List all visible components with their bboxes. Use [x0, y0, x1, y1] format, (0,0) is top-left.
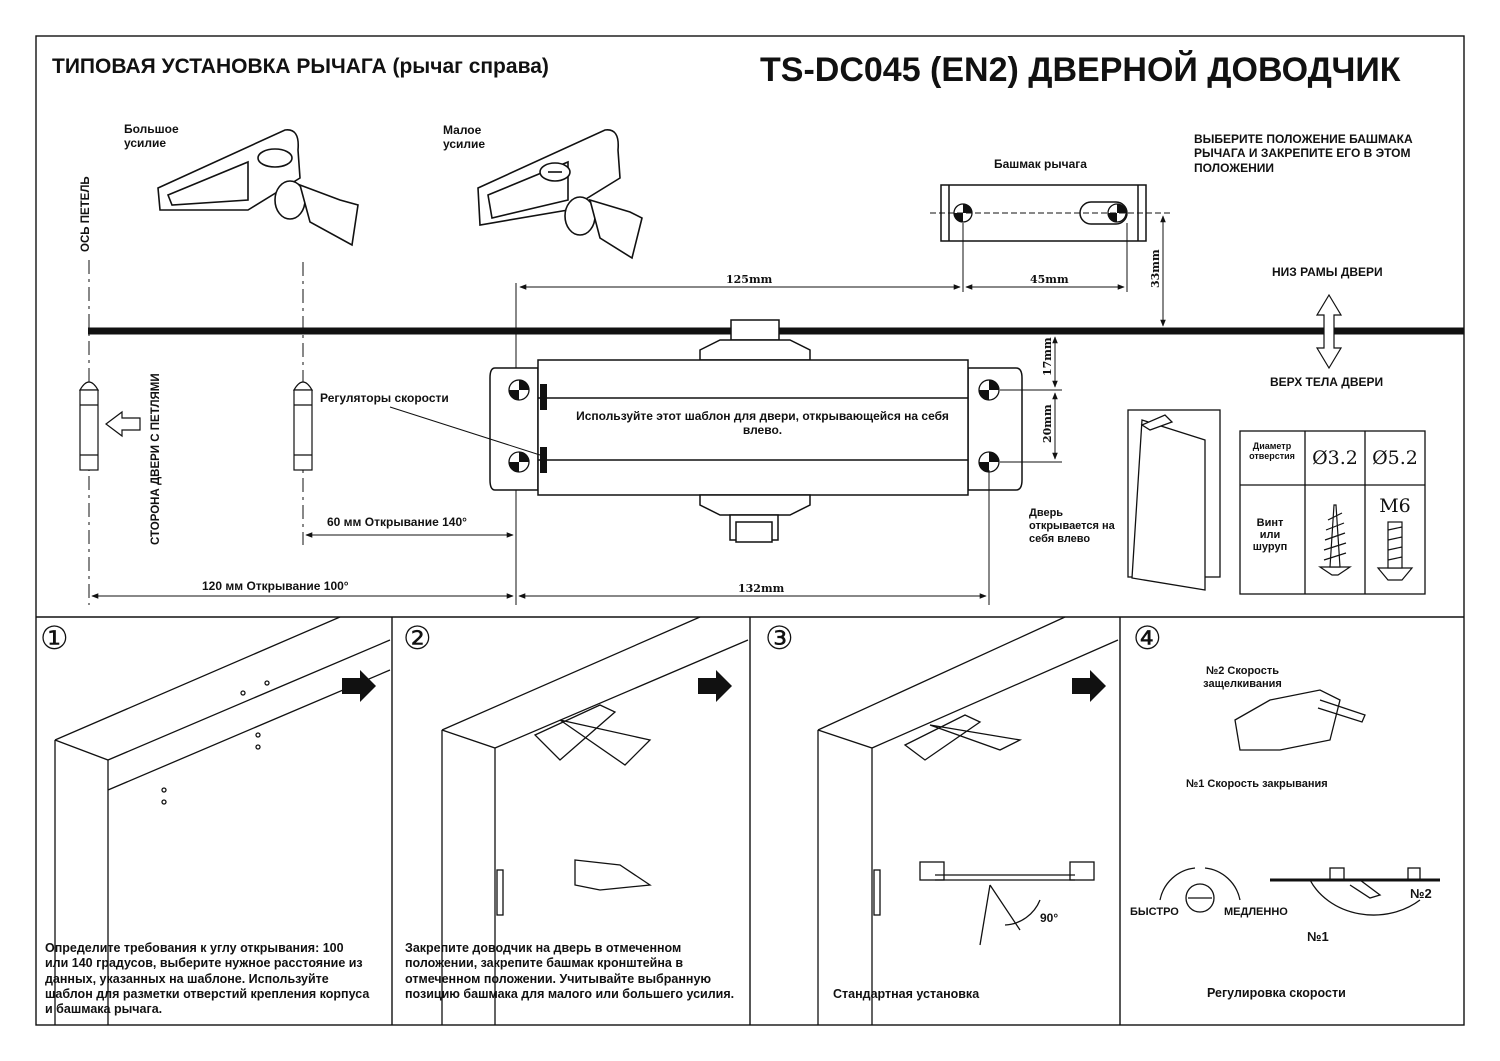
machine-screw-icon: [1376, 521, 1414, 581]
step-number-2: ②: [403, 619, 432, 657]
step4-n2: №2: [1410, 886, 1432, 901]
door-opens-label: Дверь открывается на себя влево: [1029, 507, 1115, 546]
step4-speed2: №2 Скорость защелкивания: [1203, 665, 1282, 691]
arrow-right-icon: [698, 670, 732, 702]
large-force-label: Большое усилие: [124, 122, 179, 151]
step2-text: Закрепите доводчик на дверь в отмеченном…: [405, 941, 735, 1001]
step3-angle: 90°: [1040, 911, 1059, 925]
dim-132: 132mm: [738, 582, 785, 595]
step4-slow: МЕДЛЕННО: [1224, 906, 1288, 918]
step-number-1: ①: [40, 619, 69, 657]
arm-small-force-icon: [477, 129, 643, 260]
hinge-axis-label: ОСЬ ПЕТЕЛЬ: [80, 176, 92, 252]
dim-45: 45mm: [1030, 273, 1069, 286]
valve-marks: [540, 384, 547, 473]
door-sketch: [1127, 409, 1221, 591]
step4-text: Регулировка скорости: [1207, 986, 1346, 1000]
small-force-label: Малое усилие: [443, 123, 486, 152]
door-top-label: ВЕРХ ТЕЛА ДВЕРИ: [1270, 375, 1384, 389]
diameter-d1: Ø3.2: [1312, 447, 1358, 469]
use-template-label: Используйте этот шаблон для двери, откры…: [576, 409, 949, 438]
dim-125: 125mm: [726, 273, 773, 286]
speed-regulators-label: Регуляторы скорости: [320, 391, 449, 405]
dim-120: 120 мм Открывание 100°: [202, 579, 349, 593]
choose-position-label: ВЫБЕРИТЕ ПОЛОЖЕНИЕ БАШМАКА РЫЧАГА И ЗАКР…: [1194, 132, 1413, 175]
step1-text: Определите требования к углу открывания:…: [45, 941, 370, 1016]
hinge-icon: [78, 381, 314, 471]
wood-screw-icon: [1318, 504, 1352, 576]
step-number-3: ③: [765, 619, 794, 657]
arrow-right-icon: [1072, 670, 1106, 702]
step4-fast: БЫСТРО: [1130, 906, 1179, 918]
title-left: ТИПОВАЯ УСТАНОВКА РЫЧАГА (рычаг справа): [52, 55, 549, 78]
arrow-left-icon: [105, 410, 141, 438]
frame-bottom-label: НИЗ РАМЫ ДВЕРИ: [1272, 265, 1383, 279]
double-arrow-icon: [1315, 293, 1343, 370]
bracket-label: Башмак рычага: [994, 157, 1087, 171]
diameter-d2: Ø5.2: [1372, 447, 1418, 469]
step4-n1: №1: [1307, 929, 1329, 944]
step3-frame-sketch: [817, 616, 1119, 1025]
hinge-side-label: СТОРОНА ДВЕРИ С ПЕТЛЯМИ: [150, 373, 162, 545]
screw-table: [1239, 430, 1426, 595]
closer-body-outline: [489, 319, 1023, 543]
step-number-4: ④: [1133, 619, 1162, 657]
dim-33: 33mm: [1149, 249, 1162, 288]
step4-closer-sketch: [1159, 689, 1440, 916]
drill-mark-icon: [508, 379, 1000, 473]
dim-60: 60 мм Открывание 140°: [327, 515, 467, 529]
step2-frame-sketch: [441, 616, 749, 1025]
dim-17: 17mm: [1041, 337, 1054, 376]
m6-label: M6: [1379, 495, 1411, 517]
step4-speed1: №1 Скорость закрывания: [1186, 778, 1328, 790]
screw-label: Винт или шуруп: [1252, 517, 1288, 553]
step3-text: Стандартная установка: [833, 987, 980, 1001]
arrow-right-icon: [342, 670, 376, 702]
title-right: TS-DC045 (EN2) ДВЕРНОЙ ДОВОДЧИК: [760, 51, 1401, 89]
arm-large-force-icon: [157, 129, 359, 247]
diameter-label: Диаметр отверстия: [1249, 441, 1295, 461]
dim-20: 20mm: [1041, 404, 1054, 443]
